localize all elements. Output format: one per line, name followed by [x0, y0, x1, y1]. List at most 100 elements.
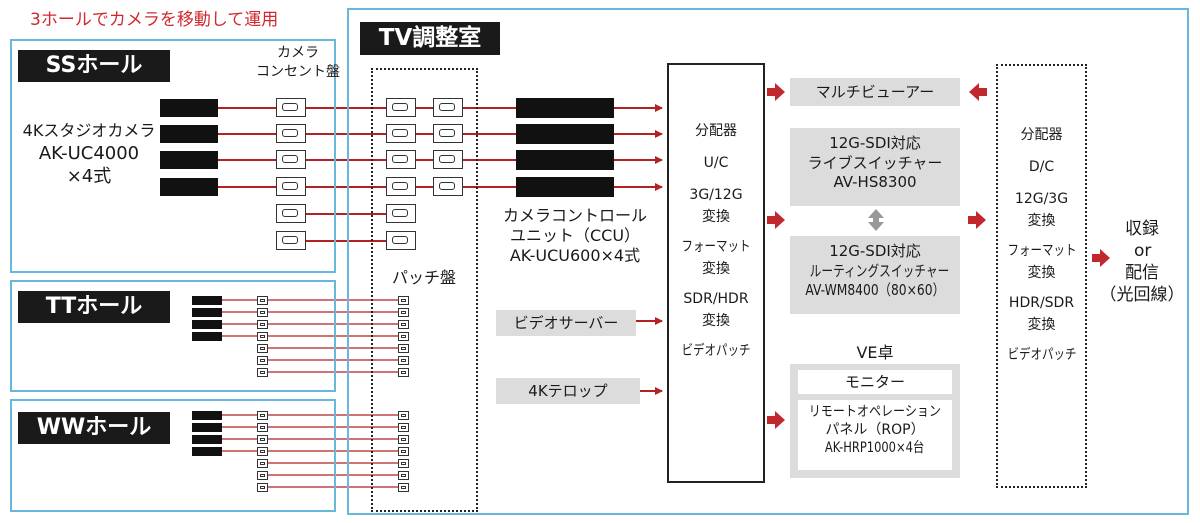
tt-camera	[192, 332, 222, 341]
camera-connector	[276, 124, 306, 143]
ww-camera	[192, 447, 222, 456]
camera-connector	[276, 98, 306, 117]
ve-desk-label: VE卓	[856, 343, 894, 362]
ww-connector	[257, 459, 268, 468]
ww-patch	[398, 447, 409, 456]
ww-hall-frame	[10, 399, 336, 512]
processor-right-item: 変換	[1027, 213, 1056, 229]
processor-left-item: ビデオパッチ	[667, 340, 765, 362]
ccu-unit	[516, 98, 614, 118]
tt-connector	[257, 296, 268, 305]
patch-connector	[433, 98, 463, 117]
tt-connector	[257, 356, 268, 365]
routing-switcher-line2: ルーティングスイッチャー	[790, 262, 960, 282]
rop-line2: パネル（ROP）	[825, 422, 925, 439]
tt-patch	[398, 320, 409, 329]
camera-panel-line2: コンセント盤	[256, 63, 340, 80]
ww-patch	[398, 411, 409, 420]
arrow-to-output	[1092, 249, 1110, 267]
multiviewer-label: マルチビューアー	[815, 83, 935, 101]
processor-left-text: ビデオパッチ	[681, 343, 751, 359]
processor-left-item: 3G/12G	[689, 187, 743, 203]
tt-camera	[192, 320, 222, 329]
processor-left-box	[667, 63, 765, 483]
tt-connector	[257, 368, 268, 377]
ww-hall-title: WWホール	[18, 412, 170, 444]
rop-line1: リモートオペレーション	[798, 403, 952, 421]
tt-hall-frame	[10, 280, 336, 392]
studio-camera	[160, 151, 218, 169]
processor-left-item: 分配器	[695, 123, 737, 139]
live-switcher-box: 12G-SDI対応 ライブスイッチャー AV-HS8300	[790, 128, 960, 206]
ww-patch	[398, 459, 409, 468]
patch-connector	[433, 124, 463, 143]
ww-connector	[257, 411, 268, 420]
routing-switcher-text: AV-WM8400（80×60）	[805, 281, 945, 299]
processor-right-item: 12G/3G	[1014, 191, 1069, 207]
arrow-to-switchers	[767, 211, 785, 229]
patch-connector	[386, 98, 416, 117]
ss-hall-frame	[10, 39, 336, 273]
output-line4: （光回線）	[1099, 285, 1185, 306]
processor-right-item: 変換	[1027, 265, 1056, 281]
tt-connector	[257, 308, 268, 317]
ccu-label-line3: AK-UCU600×4式	[509, 246, 641, 265]
ww-camera	[192, 423, 222, 432]
output-line3: 配信	[1125, 263, 1159, 284]
processor-right-item: 変換	[1027, 317, 1056, 333]
processor-right-item: ビデオパッチ	[996, 344, 1087, 366]
tt-connector	[257, 332, 268, 341]
arrow-to-ve-desk	[767, 411, 785, 429]
telop-box: 4Kテロップ	[496, 378, 640, 404]
output-label: 収録 or 配信 （光回線）	[1094, 218, 1190, 306]
processor-right-item: HDR/SDR	[1008, 295, 1075, 311]
ww-patch	[398, 423, 409, 432]
ww-connector	[257, 471, 268, 480]
rop-box: リモートオペレーション パネル（ROP） AK-HRP1000×4台	[798, 400, 952, 470]
routing-switcher-text: ルーティングスイッチャー	[809, 261, 950, 280]
patch-connector	[433, 150, 463, 169]
camera-panel-line1: カメラ	[277, 45, 319, 61]
camera-panel-label: カメラ コンセント盤	[248, 44, 348, 82]
routing-switcher-box: 12G-SDI対応 ルーティングスイッチャー AV-WM8400（80×60）	[790, 236, 960, 314]
processor-right-list: 分配器 D/C 12G/3G 変換 フォーマット 変換 HDR/SDR 変換 ビ…	[996, 124, 1087, 366]
arrow-to-multiviewer	[767, 83, 785, 101]
output-line1: 収録	[1125, 219, 1159, 239]
camera-label-line3: ×4式	[66, 166, 112, 188]
ww-camera	[192, 435, 222, 444]
camera-label-line2: AK-UC4000	[38, 142, 140, 164]
patch-connector	[386, 150, 416, 169]
bidirectional-arrow	[868, 209, 884, 231]
video-server-label: ビデオサーバー	[513, 314, 619, 332]
patch-connector	[386, 204, 416, 223]
processor-left-text: フォーマット	[681, 239, 751, 255]
live-switcher-line1: 12G-SDI対応	[829, 134, 921, 152]
video-server-box: ビデオサーバー	[496, 310, 636, 336]
camera-connector	[276, 150, 306, 169]
tt-camera	[192, 308, 222, 317]
ww-camera	[192, 411, 222, 420]
ww-patch	[398, 471, 409, 480]
processor-left-item: U/C	[703, 155, 729, 171]
arrow-multiviewer-from-right	[969, 83, 987, 101]
routing-switcher-line3: AV-WM8400（80×60）	[790, 281, 960, 301]
ccu-label-line2: ユニット（CCU）	[509, 226, 641, 245]
tt-patch	[398, 296, 409, 305]
ccu-unit	[516, 124, 614, 144]
studio-camera	[160, 99, 218, 117]
ww-connector	[257, 447, 268, 456]
camera-connector	[276, 231, 306, 250]
telop-label: 4Kテロップ	[528, 382, 608, 400]
studio-camera	[160, 125, 218, 143]
patch-panel-label: パッチ盤	[391, 268, 456, 287]
tt-patch	[398, 344, 409, 353]
processor-right-text: ビデオパッチ	[1007, 347, 1076, 363]
ccu-unit	[516, 177, 614, 197]
tv-room-title: TV調整室	[360, 22, 500, 55]
camera-connector	[276, 204, 306, 223]
routing-switcher-line1: 12G-SDI対応	[829, 242, 921, 260]
patch-connector	[386, 177, 416, 196]
ww-connector	[257, 435, 268, 444]
processor-right-text: フォーマット	[1007, 243, 1076, 259]
rop-text: AK-HRP1000×4台	[825, 440, 925, 457]
